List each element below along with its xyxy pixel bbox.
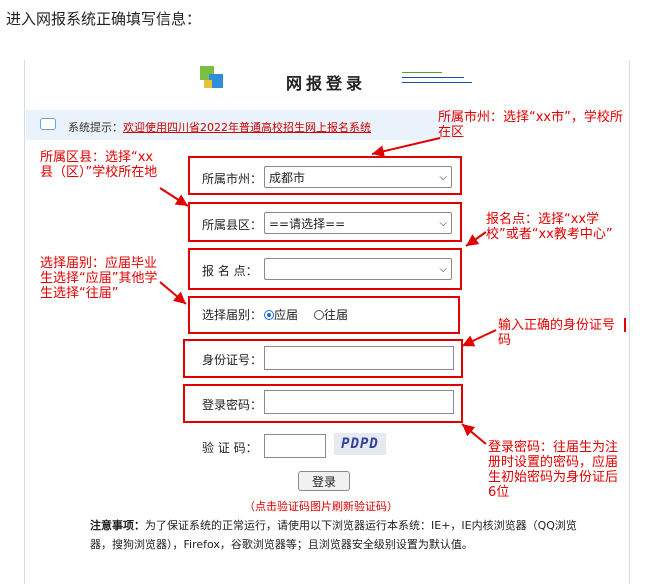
radio-past-label: 往届 [324, 308, 349, 322]
radio-current-label: 应届 [274, 308, 299, 322]
decorative-lines [402, 72, 472, 84]
class-label: 选择届别： [202, 308, 263, 322]
captcha-input[interactable] [264, 434, 326, 458]
radio-checked-icon[interactable] [264, 310, 274, 320]
system-notice: 系统提示：欢迎使用四川省2022年普通高校招生网上报名系统 [68, 119, 371, 135]
chevron-down-icon: ⌵ [439, 217, 447, 229]
page-title: 网报登录 [286, 74, 367, 93]
password-input[interactable] [264, 390, 454, 414]
county-select[interactable]: ==请选择== ⌵ [264, 212, 452, 234]
annotation-site: 报名点：选择“xx学校”或者“xx教考中心” [486, 212, 613, 242]
captcha-label: 验 证 码： [202, 441, 258, 455]
highlight-class [188, 296, 460, 334]
highlight-id [183, 339, 463, 378]
id-number-input[interactable] [264, 346, 454, 370]
notice-bar [26, 110, 456, 140]
arrow-class [159, 281, 187, 305]
pwd-label: 登录密码： [202, 398, 263, 412]
notice-link[interactable]: 欢迎使用四川省2022年普通高校招生网上报名系统 [123, 121, 371, 134]
chevron-down-icon: ⌵ [439, 171, 447, 183]
county-label: 所属县区： [202, 218, 263, 232]
notice-footer: 注意事项：为了保证系统的正常运行，请使用以下浏览器运行本系统：IE+，IE内核浏… [90, 516, 578, 554]
city-label: 所属市州： [202, 172, 263, 186]
highlight-city [188, 156, 462, 195]
county-select-value: ==请选择== [269, 216, 346, 231]
id-label: 身份证号： [202, 353, 263, 367]
chat-bubble-icon [40, 118, 56, 130]
city-select-value: 成都市 [269, 170, 306, 185]
arrow-county [159, 187, 189, 207]
login-button[interactable]: 登录 [298, 471, 350, 491]
captcha-image[interactable]: PDPD [334, 433, 386, 455]
login-panel [24, 60, 630, 584]
arrow-id [461, 329, 497, 347]
city-select[interactable]: 成都市 ⌵ [264, 166, 452, 188]
highlight-county [188, 202, 462, 242]
arrow-city [371, 137, 441, 158]
note-label: 注意事项： [90, 519, 145, 532]
site-logo [200, 66, 226, 92]
radio-past[interactable]: 往届 [314, 306, 348, 323]
arrow-password [461, 423, 487, 445]
notice-prefix: 系统提示： [68, 121, 123, 134]
captcha-refresh-hint: （点击验证码图片刷新验证码） [244, 500, 398, 513]
annotation-city: 所属市州：选择“xx市”，学校所在区 [438, 110, 623, 140]
site-select[interactable]: ⌵ [264, 258, 452, 280]
note-text: 为了保证系统的正常运行，请使用以下浏览器运行本系统：IE+，IE内核浏览器（QQ… [90, 519, 577, 551]
radio-current[interactable]: 应届 [264, 306, 298, 323]
highlight-pwd [183, 384, 463, 423]
chevron-down-icon: ⌵ [439, 263, 447, 275]
annotation-id: 输入正确的身份证号码 [498, 318, 616, 348]
annotation-class: 选择届别：应届毕业生选择“应届”其他学生选择“往届” [40, 256, 158, 301]
radio-unchecked-icon[interactable] [314, 310, 324, 320]
site-label: 报 名 点： [202, 264, 258, 278]
intro-text: 进入网报系统正确填写信息： [6, 10, 202, 28]
annotation-password: 登录密码：往届生为注册时设置的密码，应届生初始密码为身份证后6位 [488, 440, 619, 500]
annotation-county: 所属区县：选择“xx县（区）”学校所在地 [40, 150, 158, 180]
highlight-site [188, 248, 462, 290]
arrow-site [465, 231, 487, 247]
